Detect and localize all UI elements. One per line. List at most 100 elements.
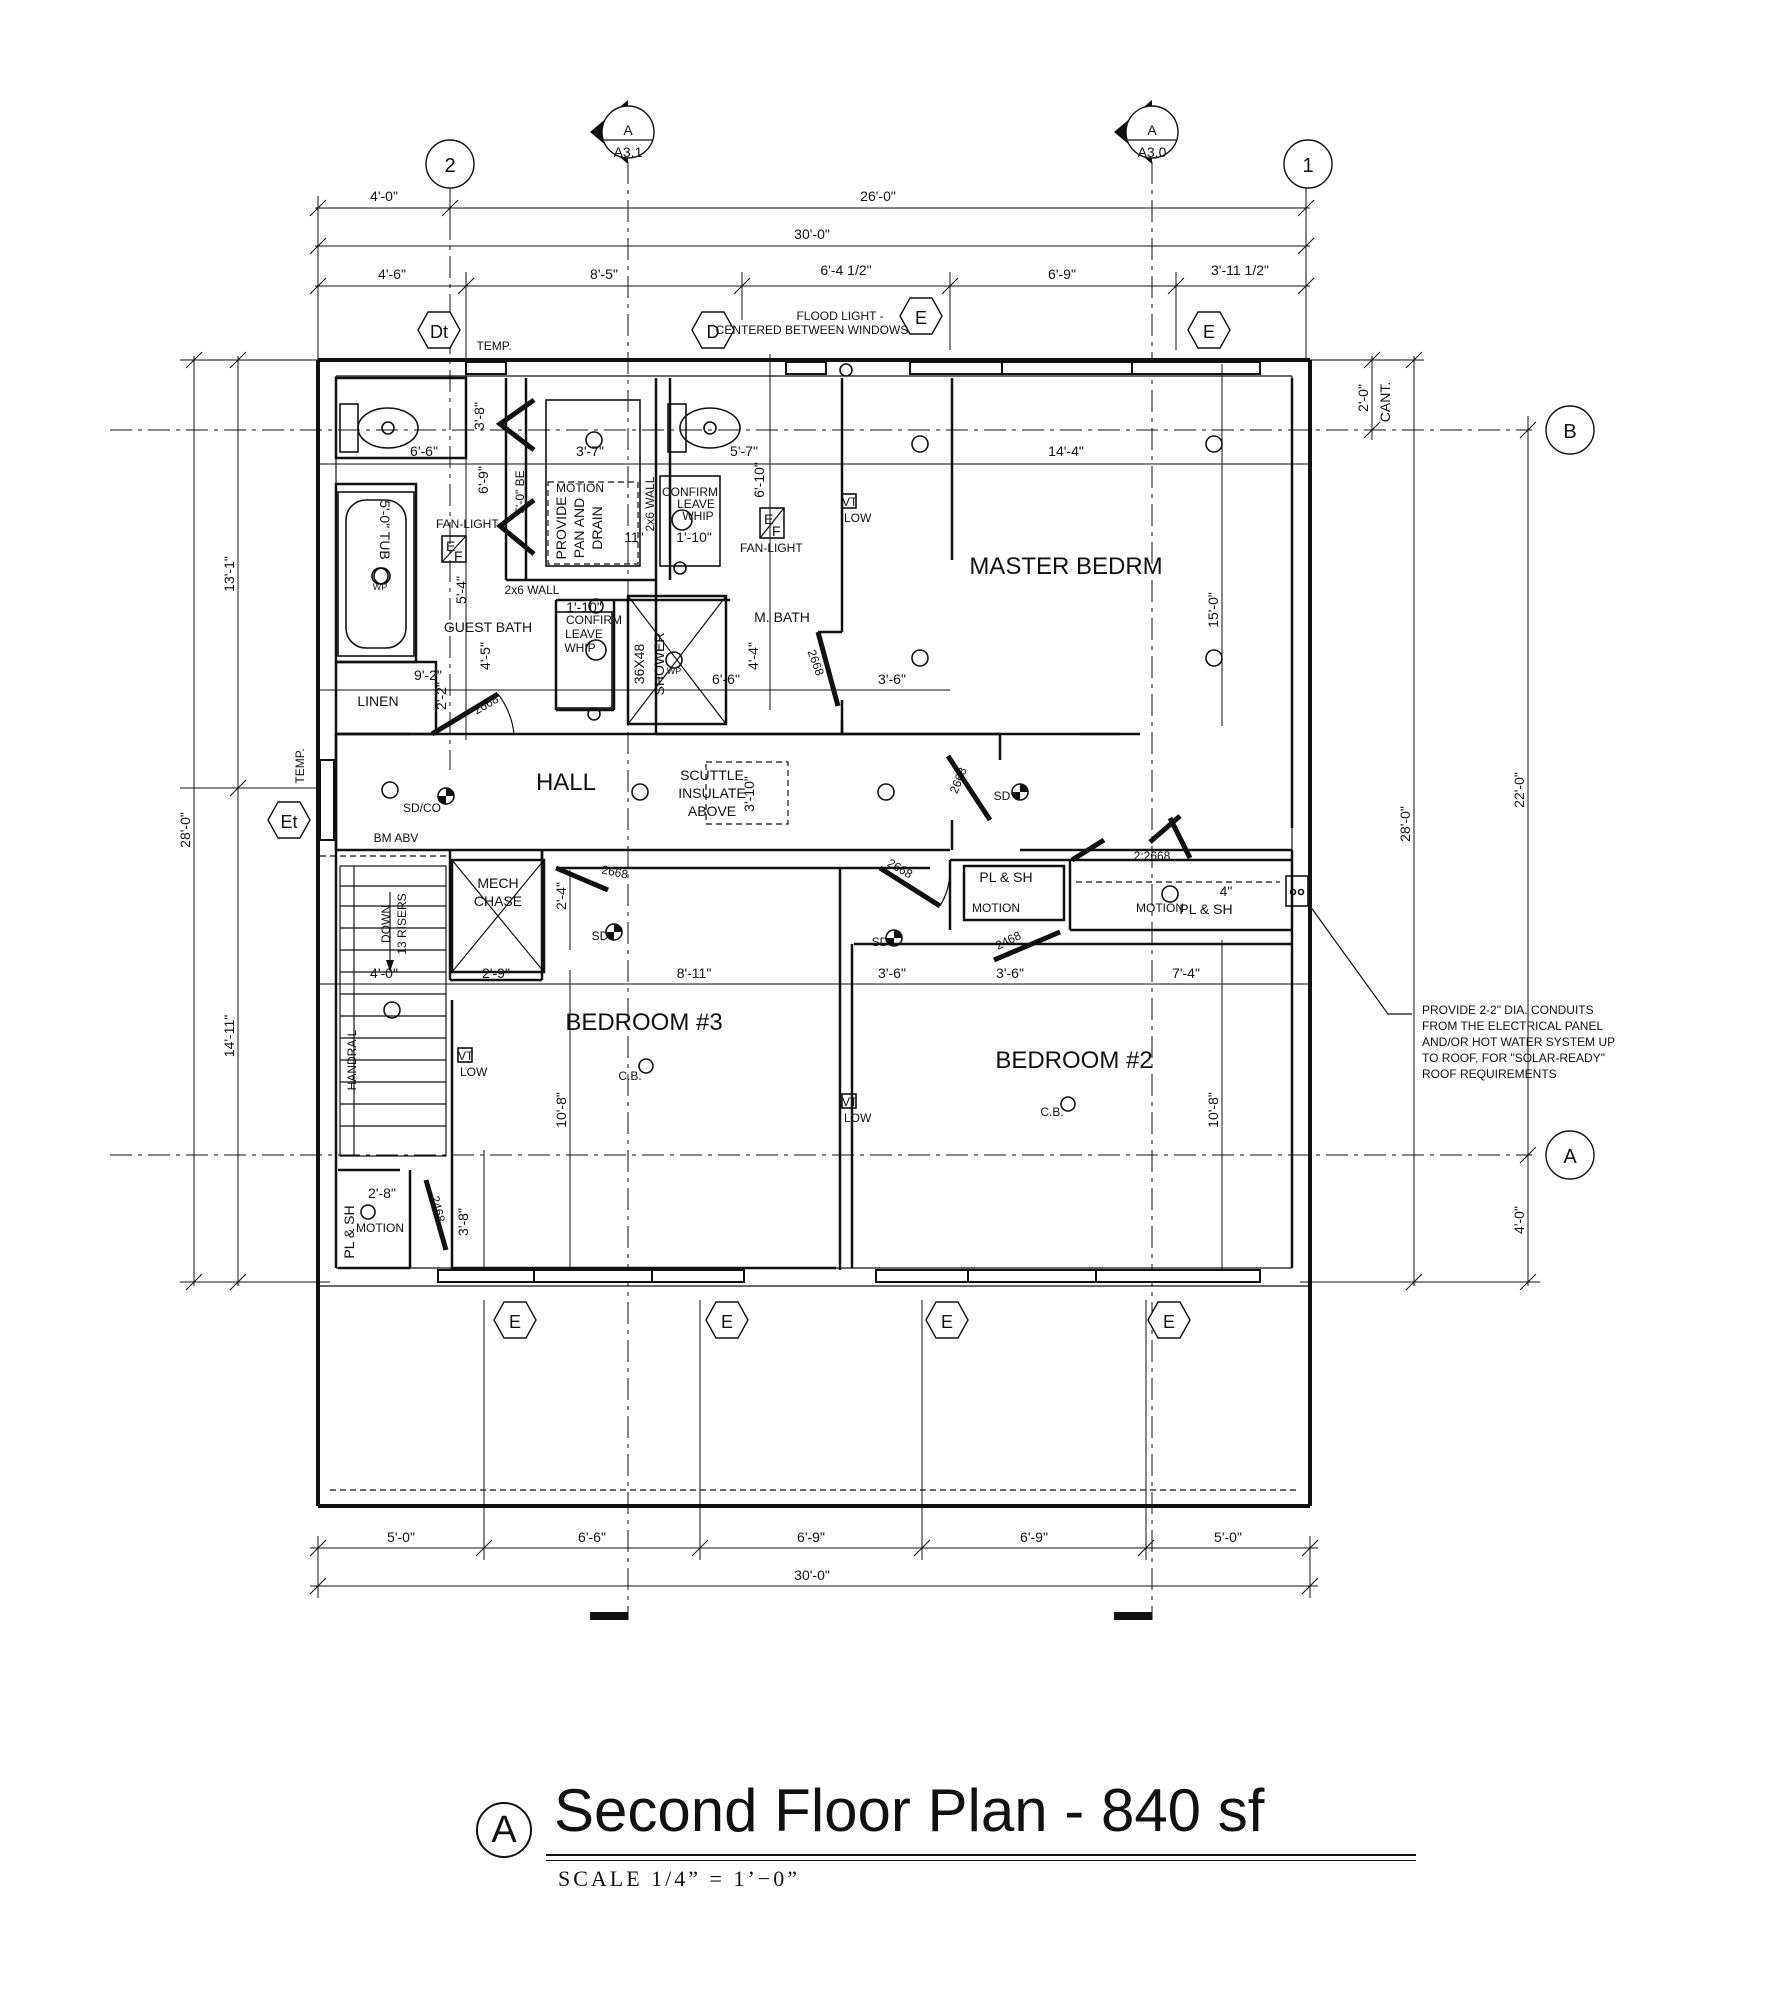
dim-bottom-5-0-b: 5'-0": [1214, 1529, 1242, 1545]
door-2668-bed3: 2668: [600, 862, 629, 881]
confirm2-line1: CONFIRM: [662, 485, 718, 499]
window-tag-e-bottom-4-label: E: [1163, 1312, 1175, 1332]
window-tag-d-label: D: [707, 322, 720, 342]
confirm2-line2: LEAVE: [677, 497, 715, 511]
window-tag-dt-label: Dt: [430, 322, 448, 342]
dim-right-28-0: 28'-0": [1397, 806, 1413, 842]
dim-3-6-c: 3'-6": [996, 965, 1024, 981]
linen-label: LINEN: [357, 693, 398, 709]
mech-chase-label-1: MECH: [477, 875, 518, 891]
dim-7-4: 7'-4": [1172, 965, 1200, 981]
fan-light-master-f: F: [772, 523, 781, 539]
dim-3-8-b: 3'-8": [455, 1208, 471, 1236]
cb-label-bed3: C.B.: [618, 1069, 641, 1083]
pl-sh-2: PL & SH: [1179, 901, 1232, 917]
dim-3-8: 3'-8": [471, 402, 487, 430]
dim-5-7: 5'-7": [730, 443, 758, 459]
dim-10-8-b: 10'-8": [1205, 1092, 1221, 1128]
dim-9-2: 9'-2": [414, 667, 442, 683]
title-underline-thin: [546, 1860, 1416, 1861]
fan-light-guest-f: F: [454, 548, 463, 564]
dim-10-8-a: 10'-8": [553, 1092, 569, 1128]
title-block: A Second Floor Plan - 840 sf SCALE 1/4” …: [476, 1776, 1416, 1891]
handrail-label: HANDRAIL: [345, 1029, 359, 1090]
dim-top-6-4-1-2: 6'-4 1/2": [820, 262, 871, 278]
solar-note-5: ROOF REQUIREMENTS: [1422, 1067, 1557, 1081]
closet-2-light: [1161, 885, 1179, 903]
window-tag-e-top-1: [899, 297, 943, 335]
dim-2-8: 2'-8": [368, 1185, 396, 1201]
mech-chase-x2: [451, 859, 545, 973]
window-tag-dt: [417, 311, 461, 349]
vt-bed2-label: VT: [842, 1095, 858, 1109]
fan-light-master-label: FAN-LIGHT: [740, 541, 803, 555]
side-dimension-lines: [180, 351, 1540, 1291]
grid-bubble-b-label: B: [1563, 421, 1576, 443]
window-tag-e-bottom-2-label: E: [721, 1312, 733, 1332]
room-guest-bath: GUEST BATH: [444, 619, 532, 635]
smoke-detectors: [437, 783, 1029, 947]
section-cut-mark-bottom-left: [590, 1612, 628, 1620]
dim-8-11: 8'-11": [677, 965, 712, 981]
grid-bubble-1: [1283, 139, 1333, 189]
window-tag-e-bottom-3-label: E: [941, 1312, 953, 1332]
dim-4-5: 4'-5": [477, 642, 493, 670]
solar-conduit-1: [1289, 888, 1297, 896]
dim-2-4: 2'-4": [553, 882, 569, 910]
shower-wp-label: WP: [667, 666, 682, 676]
dim-3-6-a: 3'-6": [878, 671, 906, 687]
wall-2x6-label-1: 2x6 WALL: [505, 583, 560, 597]
confirm1-line2: LEAVE: [565, 627, 603, 641]
dim-3-7: 3'-7": [576, 443, 604, 459]
dim-top-8-5: 8'-5": [590, 266, 618, 282]
interior-walls: [334, 376, 1294, 1270]
vt-bed2: [841, 1093, 857, 1109]
wall-2x6-label-2: 2x6 WALL: [643, 476, 657, 531]
window-tag-e-top-1-label: E: [915, 308, 927, 328]
vt-bed2-low: LOW: [844, 1111, 872, 1125]
pan-label-3: DRAIN: [589, 506, 605, 550]
stairs: [339, 865, 447, 1157]
solar-note-1: PROVIDE 2-2" DIA. CONDUITS: [1422, 1003, 1594, 1017]
dim-6-6: 6'-6": [410, 443, 438, 459]
guest-sink: [555, 611, 613, 721]
doors: [423, 631, 1193, 1251]
vt-bed3: [457, 1047, 473, 1063]
dim-right-cant-label: CANT.: [1377, 382, 1393, 422]
solar-conduit-box: [1285, 875, 1309, 907]
stair-down-label: DOWN: [379, 905, 393, 943]
dim-1-10-a: 1'-10": [676, 529, 712, 545]
cb-label-bed2: C.B.: [1040, 1105, 1063, 1119]
section-marker-a3-0-sheet: A3.0: [1138, 144, 1167, 160]
dim-2-9: 2'-9": [482, 965, 510, 981]
master-shower: [627, 595, 727, 725]
window-tag-e-top-2: [1187, 311, 1231, 349]
flood-light-label-1: FLOOD LIGHT -: [796, 309, 883, 323]
scuttle-outline: [705, 761, 789, 825]
scuttle-label-1: SCUTTLE: [680, 767, 744, 783]
dim-left-14-11: 14'-11": [221, 1015, 237, 1057]
solar-note-4: TO ROOF, FOR "SOLAR-READY": [1422, 1051, 1605, 1065]
vt-bed3-label: VT: [458, 1049, 474, 1063]
grid-bubble-1-label: 1: [1302, 155, 1313, 177]
pan-label-2: PAN AND: [571, 498, 587, 558]
dim-top-26-0: 26'-0": [860, 188, 896, 204]
tub-wp-label: WP: [373, 582, 388, 592]
dim-6-9: 6'-9": [475, 466, 491, 494]
motion-closet-3: MOTION: [356, 1221, 404, 1235]
confirm2-line3: WHIP: [682, 509, 713, 523]
pl-sh-1: PL & SH: [979, 869, 1032, 885]
dim-top-4-0: 4'-0": [370, 188, 398, 204]
grid-bubble-2: [425, 139, 475, 189]
dim-top-6-9: 6'-9": [1048, 266, 1076, 282]
section-marker-a3-0: [1114, 100, 1179, 164]
mech-chase: [450, 858, 546, 974]
dim-11: 11": [624, 529, 644, 545]
dim-5-4: 5'-4": [453, 576, 469, 604]
mech-chase-label-2: CHASE: [474, 893, 522, 909]
grid-bubble-a: [1545, 1130, 1595, 1180]
solar-note-2: FROM THE ELECTRICAL PANEL: [1422, 1019, 1603, 1033]
room-bedroom-2: BEDROOM #2: [995, 1047, 1152, 1074]
grid-bubble-b: [1545, 405, 1595, 455]
